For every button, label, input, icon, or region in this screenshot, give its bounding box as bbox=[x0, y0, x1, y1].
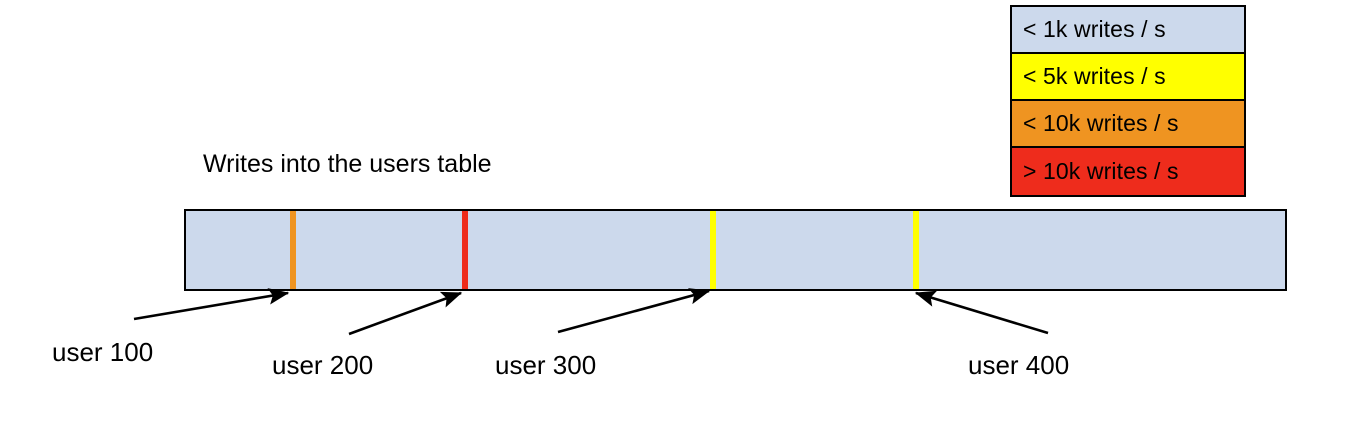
legend-row-under-5k: < 5k writes / s bbox=[1012, 54, 1244, 101]
chart-title: Writes into the users table bbox=[203, 150, 492, 178]
user-label-400: user 400 bbox=[968, 350, 1070, 380]
arrow-user-400 bbox=[914, 290, 1049, 335]
legend-row-under-1k: < 1k writes / s bbox=[1012, 7, 1244, 54]
stripe-user-300 bbox=[710, 211, 716, 289]
legend-row-over-10k: > 10k writes / s bbox=[1012, 148, 1244, 195]
legend-row-under-10k: < 10k writes / s bbox=[1012, 101, 1244, 148]
stripe-user-100 bbox=[290, 211, 296, 289]
legend-label-over-10k: > 10k writes / s bbox=[1023, 158, 1179, 184]
user-label-300: user 300 bbox=[495, 350, 597, 380]
users-table-bar bbox=[184, 209, 1287, 291]
user-label-200: user 200 bbox=[272, 350, 374, 380]
stripe-user-200 bbox=[462, 211, 468, 289]
legend-label-under-5k: < 5k writes / s bbox=[1023, 63, 1166, 89]
legend: < 1k writes / s < 5k writes / s < 10k wr… bbox=[1010, 5, 1246, 197]
user-label-100: user 100 bbox=[52, 337, 154, 367]
arrow-user-100 bbox=[133, 288, 290, 321]
legend-label-under-1k: < 1k writes / s bbox=[1023, 16, 1166, 42]
stripe-user-400 bbox=[913, 211, 919, 289]
arrow-user-300 bbox=[557, 288, 711, 334]
legend-label-under-10k: < 10k writes / s bbox=[1023, 110, 1179, 136]
arrow-user-200 bbox=[348, 291, 463, 336]
bar-base-fill bbox=[186, 211, 1285, 289]
